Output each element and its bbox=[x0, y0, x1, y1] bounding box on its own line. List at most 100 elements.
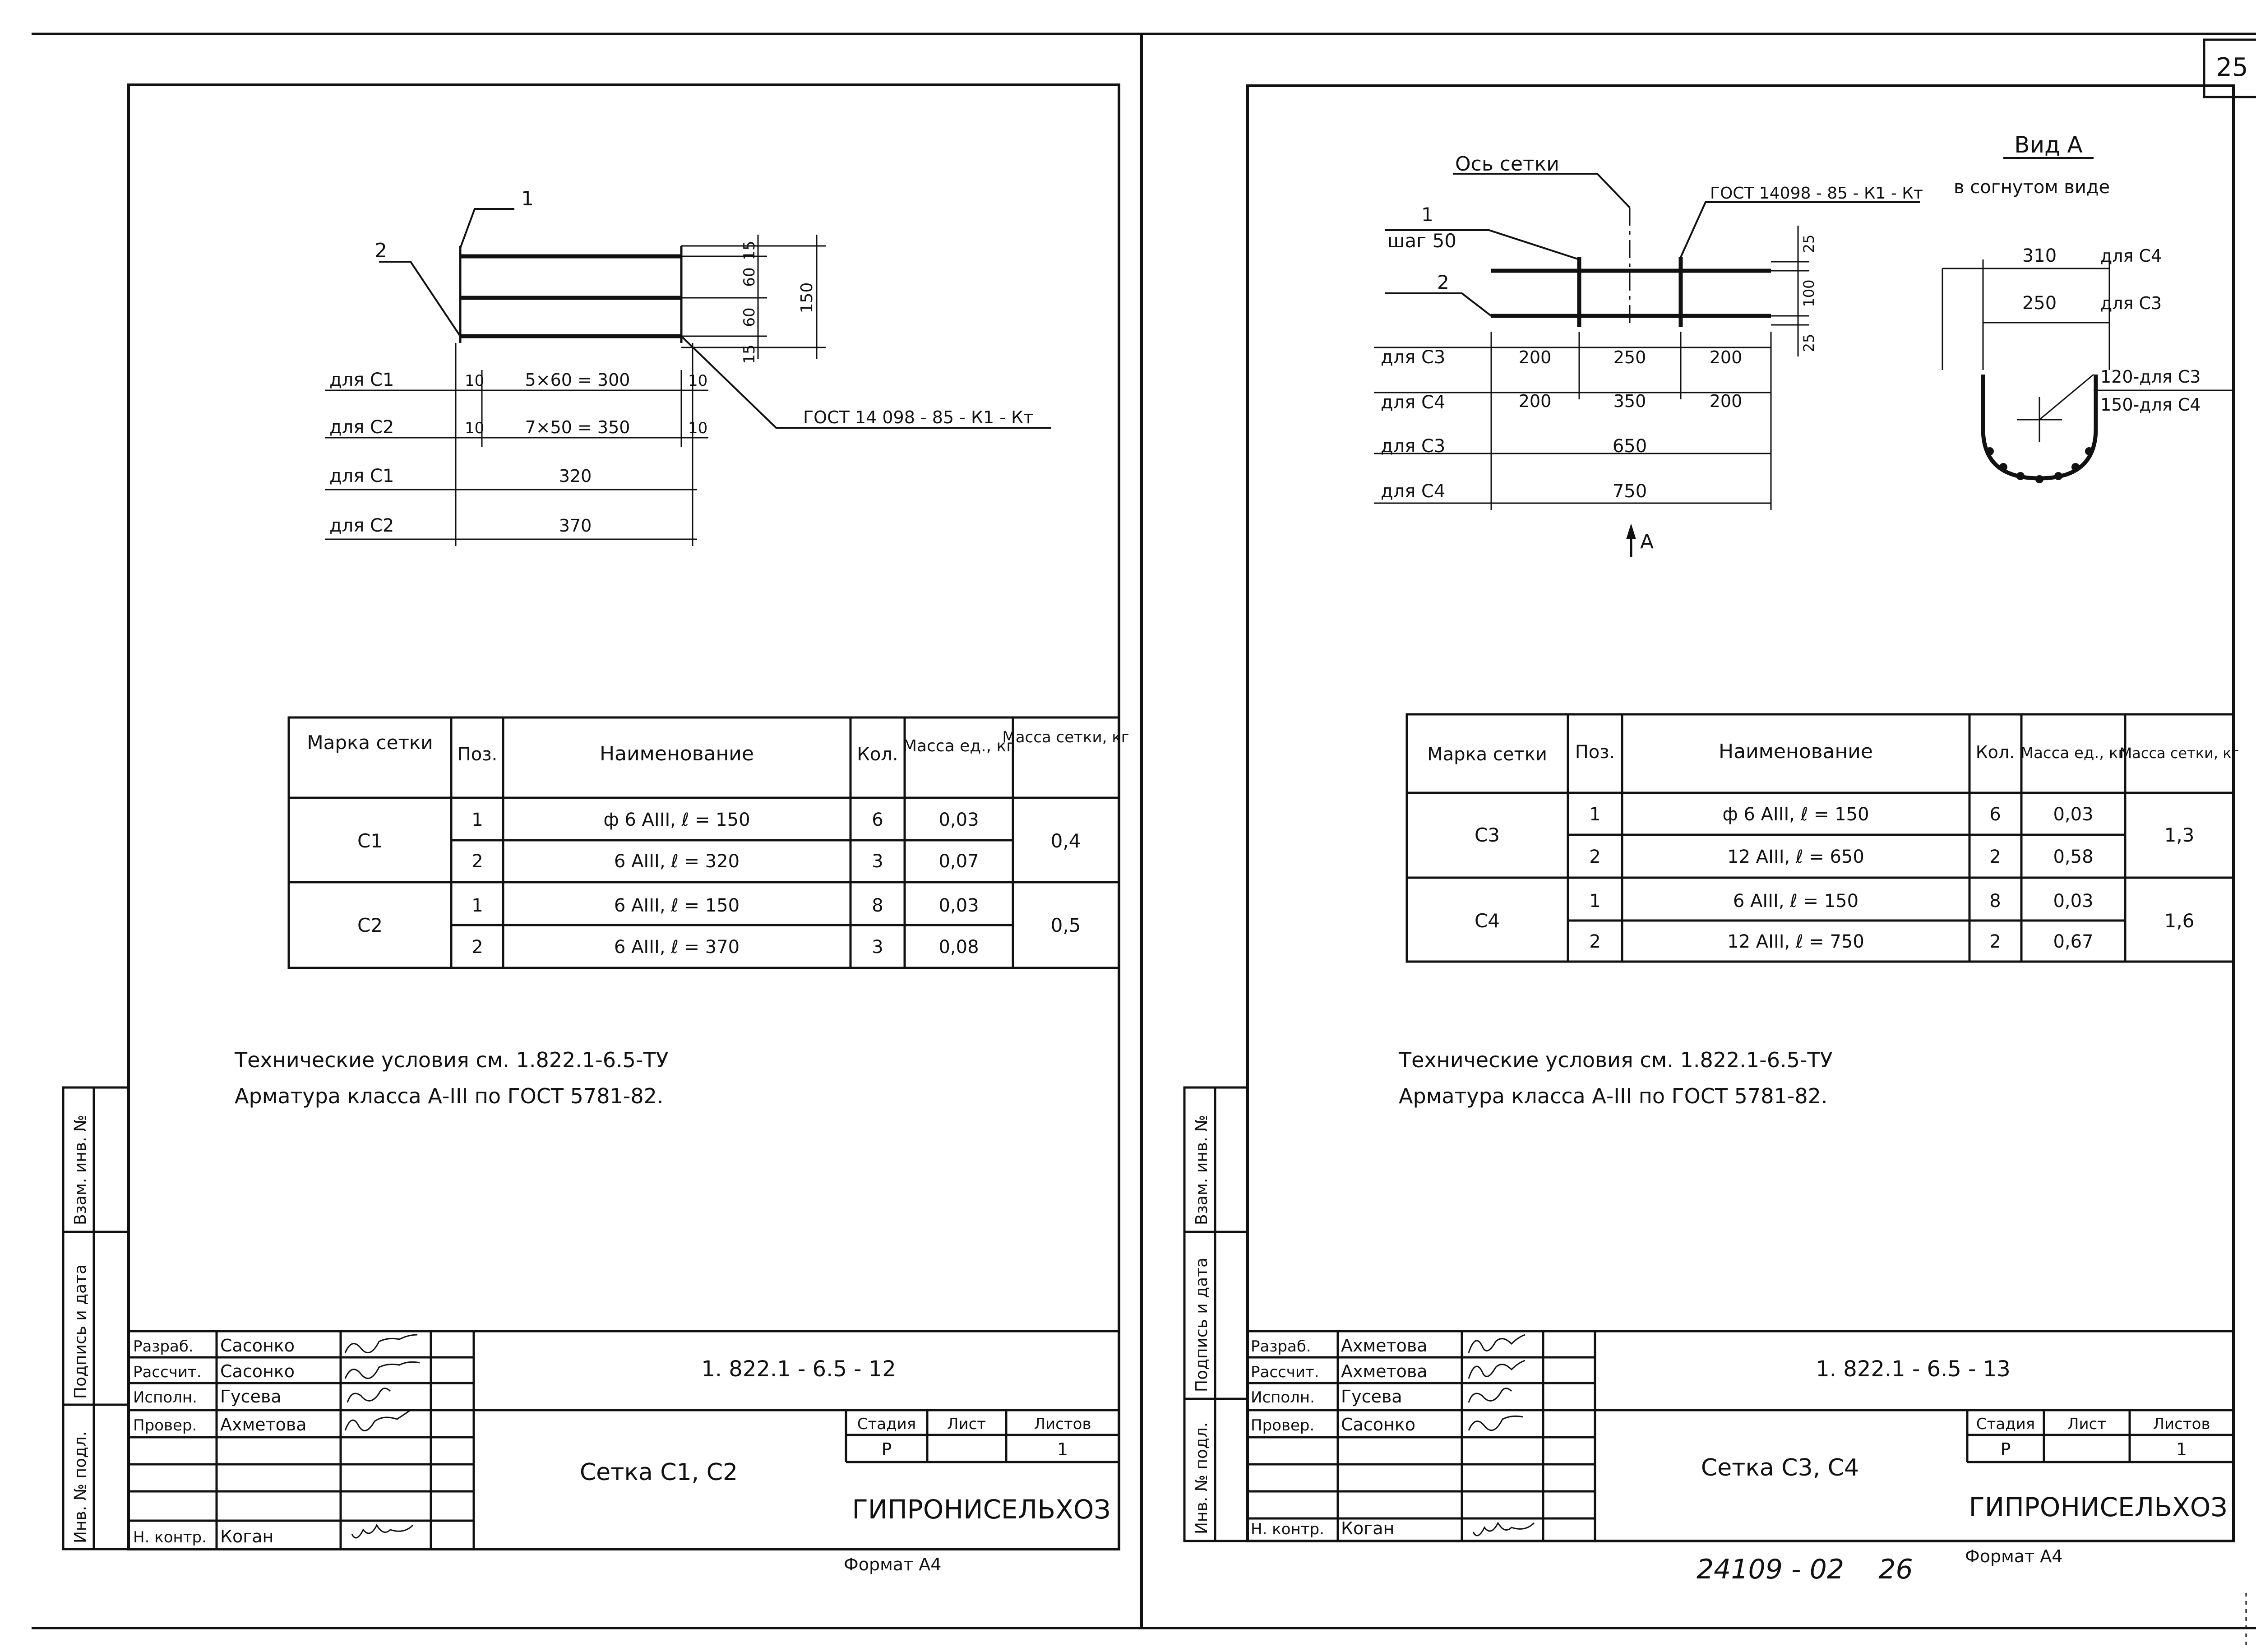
left-row2-mid: 7×50 = 350 bbox=[525, 417, 630, 437]
left-g2-r1-name: 6 АIII, ℓ = 150 bbox=[614, 895, 740, 916]
right-g2-r2-qty: 2 bbox=[1989, 931, 2001, 952]
left-g1-r1-name: ф 6 АIII, ℓ = 150 bbox=[603, 810, 750, 830]
right-side-label-inv: Инв. № подл. bbox=[1193, 1422, 1211, 1534]
left-stamp-sheet-h: Лист bbox=[947, 1415, 986, 1433]
left-row1-mid: 5×60 = 300 bbox=[525, 370, 630, 390]
right-g1-r1-pos: 1 bbox=[1589, 804, 1600, 825]
right-row1-b: 200 bbox=[1710, 347, 1743, 367]
right-row2-b: 200 bbox=[1710, 391, 1743, 411]
left-stamp-code: 1. 822.1 - 6.5 - 12 bbox=[701, 1356, 896, 1382]
left-stamp-stage-h: Стадия bbox=[857, 1415, 916, 1433]
left-stamp-role-1: Разраб. bbox=[133, 1337, 194, 1356]
right-leader-1: 1 bbox=[1421, 204, 1433, 226]
right-view-a-bars bbox=[1986, 447, 2093, 483]
right-stamp-stage: Р bbox=[2001, 1439, 2011, 1459]
right-row1-a: 200 bbox=[1519, 347, 1552, 367]
left-side-label-vzam: Взам. инв. № bbox=[71, 1115, 90, 1225]
left-leader-1: 1 bbox=[521, 187, 534, 210]
left-note-2: Арматура класса А-III по ГОСТ 5781-82. bbox=[235, 1084, 664, 1108]
right-g1-r2-pos: 2 bbox=[1589, 847, 1600, 867]
left-stamp-role-4: Провер. bbox=[133, 1416, 197, 1435]
left-row4-label: для С2 bbox=[329, 515, 394, 536]
left-dim-v-60b: 60 bbox=[740, 307, 758, 327]
left-g2-r2-unit: 0,08 bbox=[938, 937, 979, 958]
left-stamp-name-2: Сасонко bbox=[220, 1361, 295, 1381]
right-step-label: шаг 50 bbox=[1387, 230, 1456, 252]
left-stamp-role-3: Исполн. bbox=[133, 1388, 197, 1407]
right-stamp-role-1: Разраб. bbox=[1251, 1337, 1311, 1356]
left-g2-mass: 0,5 bbox=[1051, 914, 1081, 936]
right-gost-label: ГОСТ 14098 - 85 - К1 - Кт bbox=[1710, 184, 1923, 203]
left-g1-r2-unit: 0,07 bbox=[938, 851, 979, 872]
left-th-mark-text: Марка сетки bbox=[307, 731, 433, 754]
left-stamp-role-7: Н. контр. bbox=[133, 1528, 207, 1546]
right-row2-label: для С4 bbox=[1381, 392, 1445, 413]
left-row3-total: 320 bbox=[559, 466, 592, 486]
left-row3-label: для С1 bbox=[329, 466, 394, 486]
right-row4-total: 750 bbox=[1613, 481, 1647, 502]
right-g2-mass: 1,6 bbox=[2164, 910, 2195, 932]
right-view-title: Вид А bbox=[2014, 132, 2082, 158]
left-th-mass: Масса сетки, кг bbox=[1002, 728, 1129, 746]
left-stamp-org: ГИПРОНИСЕЛЬХОЗ bbox=[852, 1494, 1110, 1525]
right-th-unit: Масса ед., кг bbox=[2020, 744, 2126, 762]
right-g2-r1-pos: 1 bbox=[1589, 891, 1600, 912]
left-row2-label: для С2 bbox=[329, 417, 394, 438]
right-g1-r2-unit: 0,58 bbox=[2053, 847, 2093, 867]
left-stamp-stage: Р bbox=[882, 1439, 892, 1459]
left-g2-mark: С2 bbox=[357, 914, 383, 936]
left-signatures bbox=[344, 1334, 420, 1539]
left-g1-r2-name: 6 АIII, ℓ = 320 bbox=[614, 851, 740, 872]
right-view-dim2-lbl: для С3 bbox=[2100, 293, 2162, 313]
right-stamp-name-1: Ахметова bbox=[1341, 1336, 1428, 1356]
right-g2-r1-unit: 0,03 bbox=[2053, 891, 2093, 912]
right-stamp-name-7: Коган bbox=[1341, 1518, 1394, 1538]
right-g1-r2-name: 12 АIII, ℓ = 650 bbox=[1727, 847, 1864, 867]
right-row2-a: 200 bbox=[1519, 391, 1552, 411]
right-stamp-sheets: 1 bbox=[2176, 1439, 2187, 1459]
right-stamp-sheets-h: Листов bbox=[2153, 1415, 2210, 1433]
right-stamp-role-4: Провер. bbox=[1251, 1416, 1314, 1435]
left-stamp-grid bbox=[129, 1330, 1119, 1549]
left-g1-r2-qty: 3 bbox=[872, 851, 883, 872]
left-g1-r1-unit: 0,03 bbox=[938, 810, 979, 830]
right-th-mark: Марка сетки bbox=[1427, 744, 1547, 765]
right-side-label-sign: Подпись и дата bbox=[1193, 1258, 1211, 1392]
right-view-a bbox=[1942, 157, 2233, 481]
left-stamp-title: Сетка С1, С2 bbox=[580, 1459, 738, 1486]
left-leader-2: 2 bbox=[374, 239, 387, 262]
left-g1-r1-qty: 6 bbox=[872, 810, 883, 830]
right-view-radius2: 150-для С4 bbox=[2100, 395, 2201, 415]
right-row1-mid: 250 bbox=[1613, 347, 1646, 367]
right-g1-r2-qty: 2 bbox=[1989, 847, 2001, 867]
left-g2-r1-qty: 8 bbox=[872, 895, 883, 916]
left-th-pos: Поз. bbox=[458, 744, 498, 765]
right-sheet: Инв. № подл. Подпись и дата Взам. инв. № bbox=[1183, 84, 2239, 1585]
left-row4-total: 370 bbox=[559, 516, 592, 536]
right-g1-r1-name: ф 6 АIII, ℓ = 150 bbox=[1722, 804, 1869, 825]
right-handwritten-number: 24109 - 02 26 bbox=[1697, 1554, 1913, 1585]
left-dim-v-15a: 15 bbox=[740, 241, 758, 260]
right-g1-mass: 1,3 bbox=[2164, 824, 2195, 846]
right-g1-mark: С3 bbox=[1475, 824, 1500, 846]
page-number: 25 bbox=[2216, 53, 2248, 82]
left-row1-label: для С1 bbox=[329, 370, 394, 390]
right-view-dim1-val: 310 bbox=[2022, 245, 2057, 266]
left-row1-b: 10 bbox=[688, 372, 707, 390]
right-dim-v-25b: 25 bbox=[1800, 334, 1817, 352]
right-view-dim2-val: 250 bbox=[2022, 293, 2057, 314]
left-th-qty: Кол. bbox=[857, 744, 898, 765]
left-stamp-role-2: Рассчит. bbox=[133, 1363, 202, 1381]
left-row2-a: 10 bbox=[465, 419, 484, 437]
left-row1-a: 10 bbox=[465, 372, 484, 390]
right-row4-label: для С4 bbox=[1381, 481, 1445, 502]
right-stamp-name-4: Сасонко bbox=[1341, 1415, 1415, 1435]
right-axis-label: Ось сетки bbox=[1455, 153, 1559, 176]
right-view-dim1-lbl: для С4 bbox=[2100, 246, 2162, 266]
right-row2-mid: 350 bbox=[1613, 391, 1646, 411]
right-stamp-role-3: Исполн. bbox=[1251, 1388, 1315, 1407]
right-stamp-sheet-h: Лист bbox=[2067, 1415, 2106, 1433]
page-number-box: 25 bbox=[2203, 38, 2256, 98]
left-th-unit: Масса ед., кг bbox=[903, 737, 1015, 755]
